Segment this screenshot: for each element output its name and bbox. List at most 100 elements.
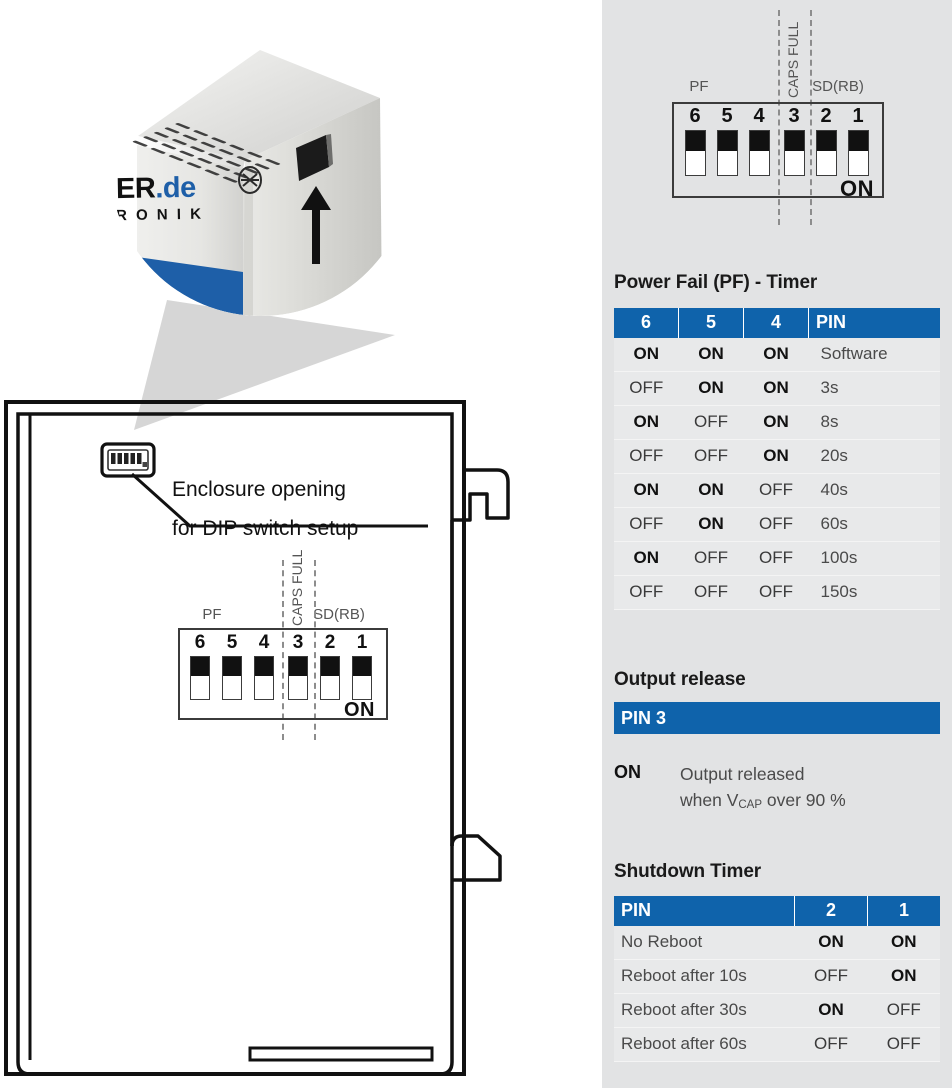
dip-switch-3[interactable] [288,656,308,700]
dip-panel-group-label-caps-full: CAPS FULL [785,21,801,98]
dip-opening-on-device [296,134,333,181]
dip-panel-switch-6[interactable] [685,130,706,176]
pf-r6-c2: OFF [743,541,809,576]
dip-panel-switch-4-slider [750,131,769,151]
output-release-desc-sub: CAP [738,799,763,811]
dip-panel-number-1: 1 [852,105,864,127]
dip-number-1: 1 [356,632,368,653]
output-release-desc-line2-post: over 90 % [762,790,846,810]
dip-group-label-pf: PF [202,606,222,623]
sd-r0-c1: ON [794,926,868,960]
table-row: Reboot after 30s ON OFF [614,993,940,1028]
shutdown-timer-table: PIN 2 1 No Reboot ON ON Reboot after 10s… [614,896,940,1062]
sd-r3-c1: OFF [794,1027,868,1062]
pf-r1-c0: OFF [614,371,679,406]
pf-r7-c0: OFF [614,575,679,610]
table-row: OFF ON OFF 60s [614,507,940,542]
table-row: Reboot after 60s OFF OFF [614,1027,940,1062]
dip-panel-switch-3[interactable] [784,130,805,176]
pf-r2-c3: 8s [808,405,940,440]
sd-r0-c0: No Reboot [614,926,795,960]
dip-panel-switch-2[interactable] [816,130,837,176]
output-release-pin-bar: PIN 3 [614,702,940,734]
output-release-title: Output release [614,669,746,690]
brand-main-text: ER [115,172,156,206]
sd-r0-c2: ON [867,926,940,960]
dip-panel-switch-1-slider [849,131,868,151]
dip-switch-6[interactable] [190,656,210,700]
table-row: OFF OFF ON 20s [614,439,940,474]
pf-header-pin: PIN [808,308,940,338]
table-row: ON OFF ON 8s [614,405,940,440]
dip-panel-body [672,102,884,198]
brand-tld-text: .de [155,171,196,205]
dip-number-2: 2 [324,632,336,653]
dip-panel-switch-5[interactable] [717,130,738,176]
dip-switch-1[interactable] [352,656,372,700]
sd-r1-c2: ON [867,959,940,994]
dip-divider-right [314,560,316,740]
dip-panel-number-3: 3 [788,105,800,127]
dip-group-label-sd-rb: SD(RB) [313,606,365,623]
pf-r6-c3: 100s [808,541,940,576]
dip-switch-3-slider [289,657,307,676]
pf-r3-c0: OFF [614,439,679,474]
table-row: OFF OFF OFF 150s [614,575,940,610]
output-release-desc-line2-pre: when V [680,790,739,810]
table-row: ON OFF OFF 100s [614,541,940,576]
dip-switch-diagram-device: PF CAPS FULL SD(RB) 6 5 4 3 2 1 ON [178,550,393,740]
table-row: Reboot after 10s OFF ON [614,959,940,994]
pf-r6-c0: ON [614,541,679,576]
pf-r5-c0: OFF [614,507,679,542]
dip-panel-switch-3-slider [785,131,804,151]
dip-switch-2-slider [321,657,339,676]
table-row: OFF ON ON 3s [614,371,940,406]
dip-panel-on-label: ON [840,176,874,201]
sd-r2-c0: Reboot after 30s [614,993,795,1028]
output-release-state: ON [614,762,641,782]
pf-r5-c1: ON [678,507,744,542]
dip-panel-switch-1[interactable] [848,130,869,176]
dip-switch-diagram-panel: PF CAPS FULL SD(RB) 6 5 4 3 2 1 ON [652,10,912,225]
pf-r0-c2: ON [743,338,809,372]
sd-header-2: 2 [794,896,868,926]
brand-sub-text: R O N I K [115,205,204,225]
power-fail-table: 6 5 4 PIN ON ON ON Software OFF ON ON 3s… [614,308,940,610]
pf-r3-c2: ON [743,439,809,474]
dip-panel-switch-4[interactable] [749,130,770,176]
shutdown-timer-title: Shutdown Timer [614,861,762,882]
sd-r3-c0: Reboot after 60s [614,1027,795,1062]
pf-r4-c2: OFF [743,473,809,508]
dip-switch-2[interactable] [320,656,340,700]
table-row: ON ON OFF 40s [614,473,940,508]
dip-number-4: 4 [258,632,270,653]
pf-r6-c1: OFF [678,541,744,576]
pf-r2-c1: OFF [678,405,744,440]
pf-header-4: 4 [743,308,809,338]
sd-r2-c2: OFF [867,993,940,1028]
pf-r3-c1: OFF [678,439,744,474]
dip-panel-divider-left [778,10,780,225]
enclosure-label-line1: Enclosure opening [172,478,346,501]
dip-group-label-caps-full: CAPS FULL [289,549,305,626]
pf-r1-c2: ON [743,371,809,406]
pf-header-5: 5 [678,308,744,338]
pf-r5-c2: OFF [743,507,809,542]
dip-switch-4[interactable] [254,656,274,700]
dip-on-label: ON [344,699,375,721]
dip-panel-divider-right [810,10,812,225]
sd-r3-c2: OFF [867,1027,940,1062]
dip-panel-switch-6-slider [686,131,705,151]
pf-r1-c3: 3s [808,371,940,406]
dip-panel-switch-5-slider [718,131,737,151]
dip-panel-group-label-pf: PF [689,78,709,95]
pf-r3-c3: 20s [808,439,940,474]
pf-r0-c0: ON [614,338,679,372]
dip-panel-number-5: 5 [721,105,733,127]
pf-r2-c0: ON [614,405,679,440]
pf-r0-c3: Software [808,338,940,372]
dip-switch-5[interactable] [222,656,242,700]
dip-switch-5-slider [223,657,241,676]
reference-panel: PF CAPS FULL SD(RB) 6 5 4 3 2 1 ON Power… [602,0,952,1088]
leader-line [130,472,428,528]
